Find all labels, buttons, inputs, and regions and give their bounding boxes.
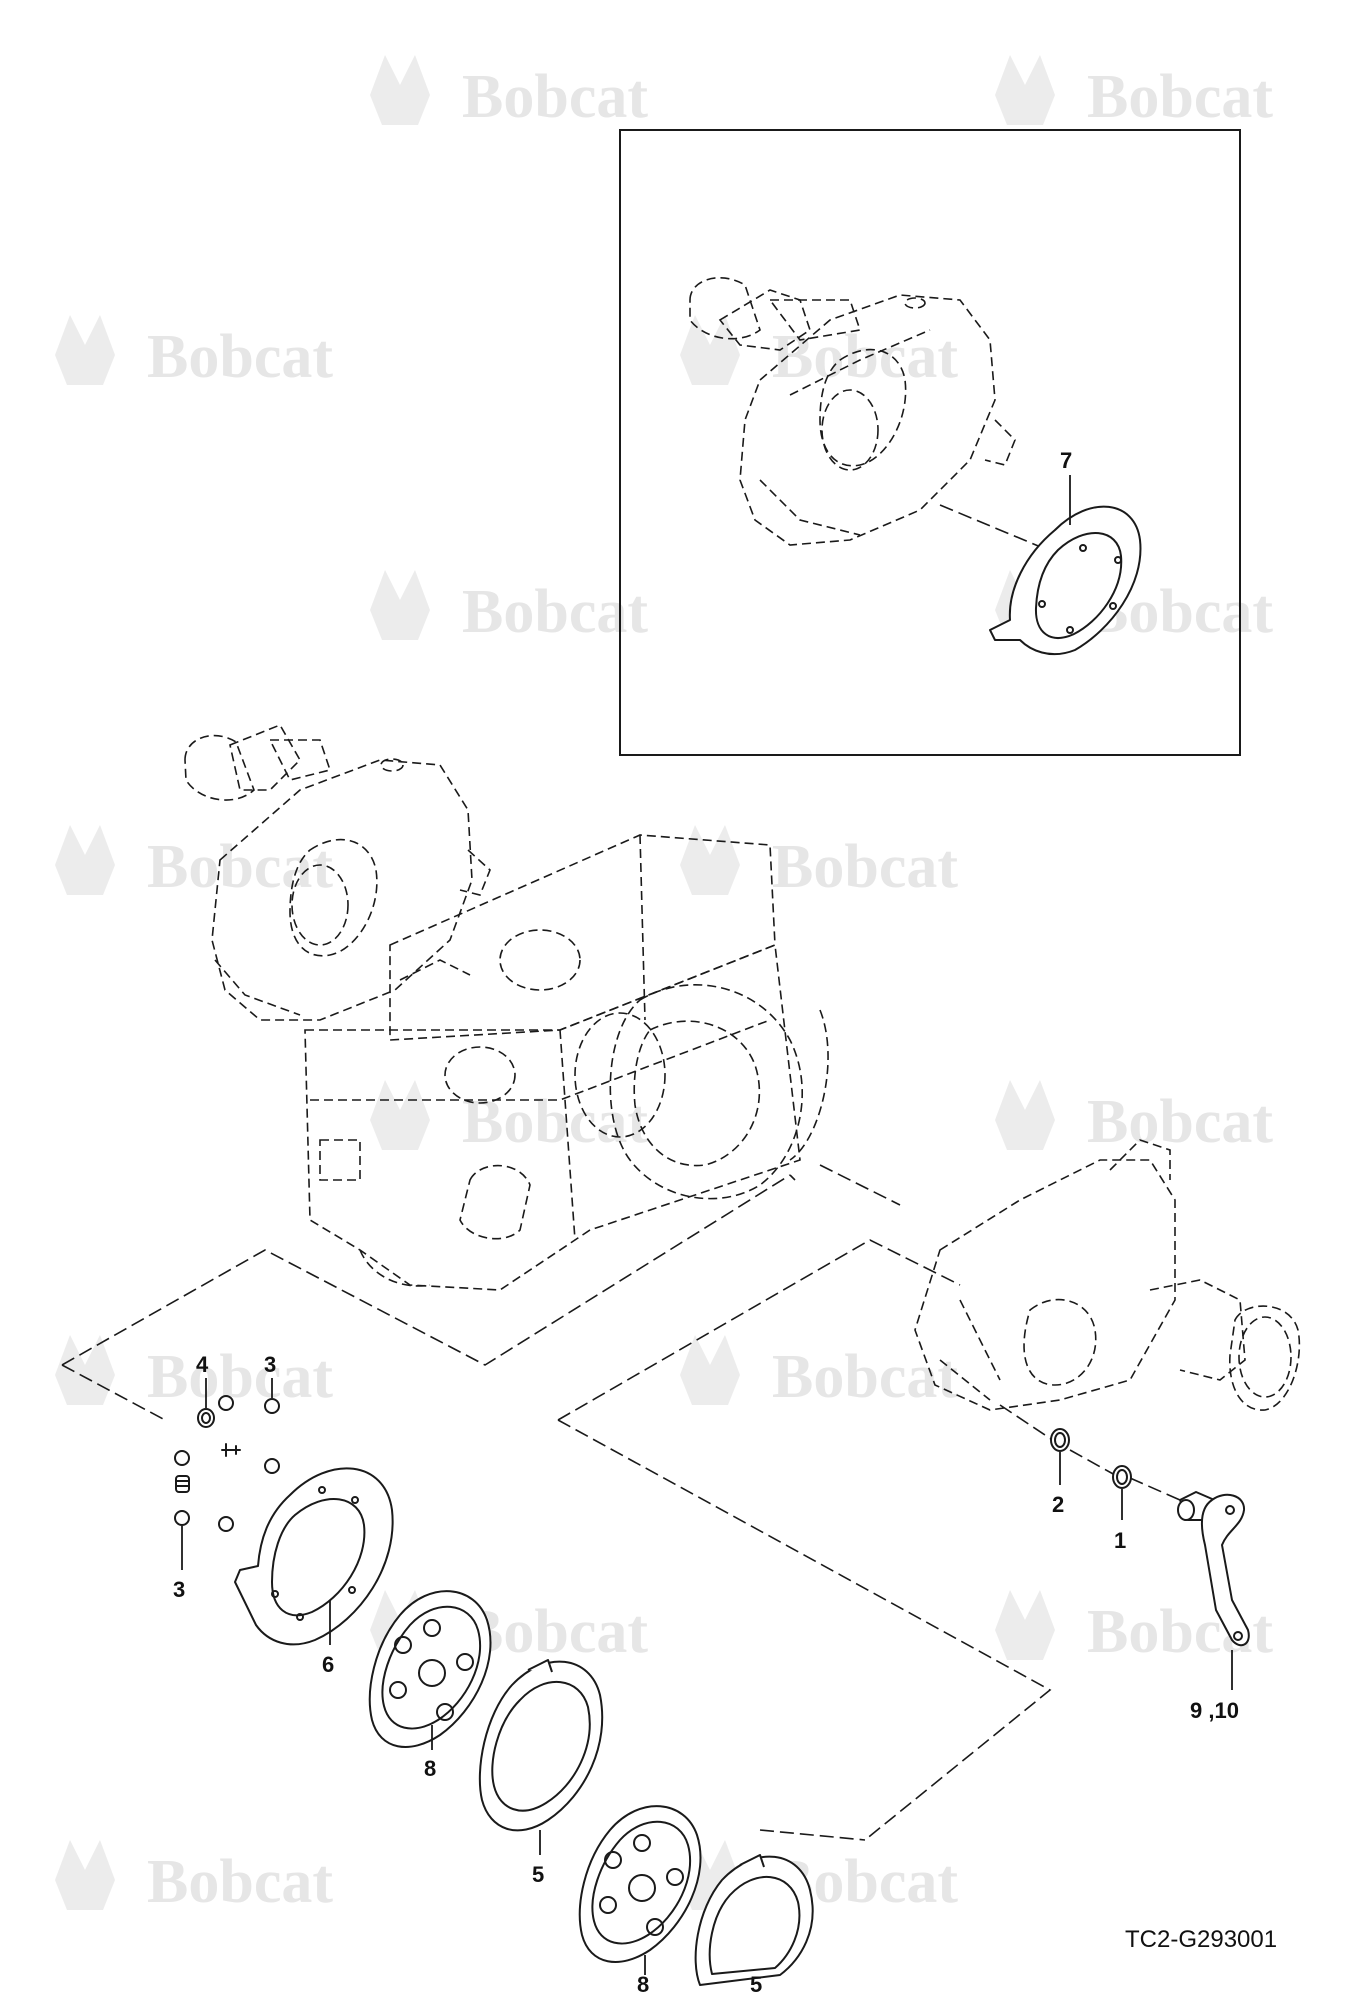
callout-7: 7	[1060, 448, 1072, 473]
callout-2: 2	[1052, 1492, 1064, 1517]
watermark: Bobcat	[55, 315, 333, 391]
inset-detail	[619, 129, 1241, 756]
part-3-ball	[218, 1395, 234, 1411]
svg-text:Bobcat: Bobcat	[462, 1088, 648, 1156]
assembly-lines	[61, 1164, 1181, 1841]
watermark: Bobcat	[55, 825, 333, 901]
inset-frame	[619, 129, 1241, 756]
part-1-ring	[1112, 1465, 1132, 1489]
part-3-ball	[264, 1398, 280, 1414]
part-3-ball	[218, 1516, 234, 1532]
svg-text:Bobcat: Bobcat	[772, 1343, 958, 1411]
watermark: Bobcat	[55, 1840, 333, 1916]
part-5-plate-upper	[478, 1659, 604, 1832]
svg-text:Bobcat: Bobcat	[147, 323, 333, 391]
part-2-oring	[1050, 1428, 1070, 1452]
svg-text:Bobcat: Bobcat	[147, 833, 333, 901]
callout-4: 4	[196, 1352, 209, 1377]
part-8-disc-upper	[368, 1590, 492, 1748]
spring	[175, 1475, 190, 1493]
watermark: Bobcat	[995, 55, 1273, 131]
part-9-10-lever	[1177, 1491, 1250, 1647]
part-3-ball	[264, 1458, 280, 1474]
right-housing-ghost	[914, 1139, 1301, 1411]
svg-text:Bobcat: Bobcat	[462, 578, 648, 646]
svg-text:Bobcat: Bobcat	[772, 833, 958, 901]
watermark-layer: Bobcat Bobcat Bobcat Bobcat Bobcat Bobca…	[55, 55, 1273, 1916]
small-parts	[174, 1395, 1132, 1532]
svg-text:Bobcat: Bobcat	[462, 63, 648, 131]
watermark: Bobcat	[370, 570, 648, 646]
svg-text:Bobcat: Bobcat	[147, 1343, 333, 1411]
part-4-washer	[197, 1408, 215, 1428]
callout-8: 8	[637, 1972, 649, 1997]
transmission-case-ghost	[304, 834, 829, 1291]
inset-housing	[689, 276, 1061, 556]
watermark: Bobcat	[680, 825, 958, 901]
watermark: Bobcat	[370, 55, 648, 131]
svg-text:Bobcat: Bobcat	[1087, 1088, 1273, 1156]
svg-text:Bobcat: Bobcat	[1087, 63, 1273, 131]
part-5-plate-lower	[694, 1854, 814, 1986]
callout-5: 5	[750, 1972, 762, 1997]
callout-8: 8	[424, 1756, 436, 1781]
part-6-plate	[234, 1467, 394, 1646]
watermark: Bobcat	[680, 1335, 958, 1411]
svg-text:Bobcat: Bobcat	[147, 1848, 333, 1916]
watermark: Bobcat	[55, 1335, 333, 1411]
part-7-gasket	[989, 505, 1142, 656]
watermark: Bobcat	[995, 1080, 1273, 1156]
callouts: 7 4 3 3 6 8 5 8 5 2 1 9 ,10	[173, 448, 1239, 1997]
leader-lines	[181, 475, 1233, 1975]
callout-9-10: 9 ,10	[1190, 1698, 1239, 1723]
drawing-code: TC2-G293001	[1125, 1926, 1277, 1953]
callout-3: 3	[264, 1352, 276, 1377]
watermark: Bobcat	[680, 315, 958, 391]
svg-text:Bobcat: Bobcat	[462, 1598, 648, 1666]
callout-6: 6	[322, 1652, 334, 1677]
pin	[221, 1443, 241, 1457]
part-3-ball	[174, 1450, 190, 1466]
part-3-ball	[174, 1510, 190, 1526]
left-cover-ghost	[184, 723, 491, 1021]
callout-1: 1	[1114, 1528, 1126, 1553]
callout-5: 5	[532, 1862, 544, 1887]
callout-3: 3	[173, 1577, 185, 1602]
part-8-disc-lower	[578, 1805, 702, 1963]
